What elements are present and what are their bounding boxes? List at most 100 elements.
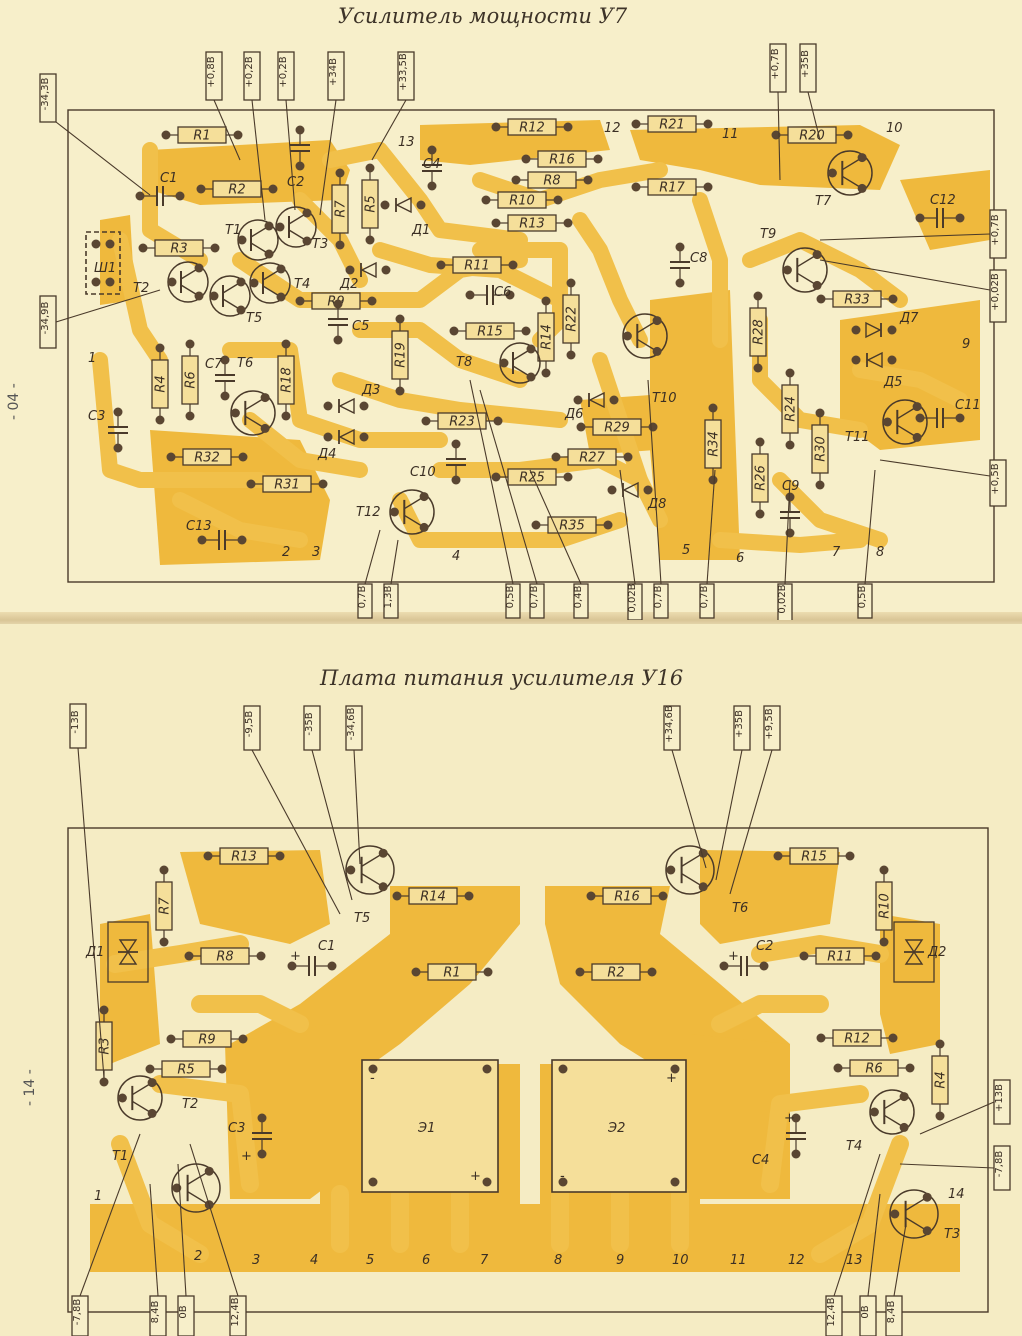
solder-pad <box>888 1033 898 1043</box>
component-label: R13 <box>231 850 257 865</box>
diode-body <box>866 351 883 369</box>
leader-line <box>807 91 821 141</box>
solder-pad <box>276 264 286 274</box>
voltage-tag-box <box>777 583 793 620</box>
solder-pad <box>882 417 892 427</box>
solder-pad <box>230 408 240 418</box>
voltage-tag-box <box>243 705 261 751</box>
solder-pad <box>573 395 583 405</box>
solder-pad <box>257 1113 267 1123</box>
component-label: R32 <box>194 451 220 466</box>
pin-number: 11 <box>730 1253 747 1268</box>
solder-pad <box>194 263 204 273</box>
solder-pad <box>346 865 356 875</box>
polarity-mark: + <box>728 949 739 964</box>
solder-pad <box>159 937 169 947</box>
diode-frame <box>893 921 935 983</box>
voltage-tag: 0,7В <box>699 585 710 608</box>
component-label: R35 <box>559 519 585 534</box>
copper-trace <box>151 1075 259 1193</box>
solder-pad <box>380 200 390 210</box>
solder-pad <box>260 423 270 433</box>
voltage-tag: +34В <box>328 58 339 86</box>
pin-number: 3 <box>312 545 320 560</box>
solder-pad <box>499 358 509 368</box>
pin-number: 8 <box>554 1253 562 1268</box>
voltage-tag-box <box>573 583 589 619</box>
voltage-tag-box <box>857 583 873 619</box>
leader-line <box>899 1163 995 1169</box>
solder-pad <box>812 250 822 260</box>
solder-pad <box>558 1177 568 1187</box>
solder-pad <box>260 393 270 403</box>
solder-pad <box>922 1226 932 1236</box>
solder-pad <box>799 951 809 961</box>
voltage-tag-box <box>327 51 345 101</box>
component-label: Э1 <box>417 1121 435 1136</box>
diode-frame <box>107 921 149 983</box>
solder-pad <box>236 277 246 287</box>
pin-number: 10 <box>672 1253 689 1268</box>
solder-pad <box>771 130 781 140</box>
polarity-mark: - <box>370 1071 375 1086</box>
solder-pad <box>643 485 653 495</box>
solder-pad <box>166 452 176 462</box>
voltage-tag: +13В <box>994 1084 1005 1112</box>
solder-pad <box>378 882 388 892</box>
solder-pad <box>566 350 576 360</box>
solder-pad <box>905 1063 915 1073</box>
leader-line <box>893 1223 907 1297</box>
component-label: R28 <box>752 319 767 345</box>
solder-pad <box>419 522 429 532</box>
component-label: T2 <box>133 281 149 296</box>
solder-pad <box>491 122 501 132</box>
pin-number: 10 <box>886 121 903 136</box>
solder-pad <box>138 243 148 253</box>
copper-trace <box>592 352 668 528</box>
diode-body <box>360 261 377 279</box>
solder-pad <box>955 413 965 423</box>
leader-line <box>311 749 353 901</box>
voltage-tag: +33,5В <box>398 53 409 91</box>
solder-pad <box>526 372 536 382</box>
copper-trace <box>332 372 568 428</box>
voltage-tag-box <box>627 583 643 620</box>
component-label: R20 <box>799 129 825 144</box>
transistor-body <box>665 845 715 895</box>
component-label: C2 <box>287 175 304 190</box>
solder-pad <box>887 325 897 335</box>
solder-pad <box>256 951 266 961</box>
polarity-mark: + <box>784 1111 795 1126</box>
component-label: C4 <box>752 1153 769 1168</box>
bottom-board-title: Плата питания усилителя У16 <box>320 666 684 690</box>
solder-pad <box>389 507 399 517</box>
solder-pad <box>159 865 169 875</box>
solder-pad <box>773 851 783 861</box>
leader-line <box>777 91 781 181</box>
voltage-tag-box <box>825 1295 843 1336</box>
component-label: R26 <box>754 465 769 491</box>
component-label: R4 <box>154 375 169 392</box>
solder-pad <box>912 402 922 412</box>
voltage-tag: 8,4В <box>150 1300 161 1323</box>
solder-pad <box>631 119 641 129</box>
component-label: T6 <box>732 901 748 916</box>
voltage-tag: 12,4В <box>230 1297 241 1326</box>
component-label: Д4 <box>317 447 336 462</box>
solder-pad <box>220 391 230 401</box>
solder-pad <box>755 437 765 447</box>
leader-line <box>177 1163 187 1297</box>
solder-pad <box>117 1093 127 1103</box>
solder-pad <box>955 213 965 223</box>
solder-pad <box>857 153 867 163</box>
solder-pad <box>416 200 426 210</box>
component-label: T11 <box>845 430 869 445</box>
voltage-tag: 0,7В <box>357 585 368 608</box>
voltage-tag-box <box>799 43 817 93</box>
solder-pad <box>155 415 165 425</box>
pin-number: 12 <box>788 1253 805 1268</box>
voltage-tag: -34,3В <box>40 77 51 110</box>
solder-pad <box>451 475 461 485</box>
solder-pad <box>505 290 515 300</box>
voltage-tag: -7,8В <box>994 1151 1005 1178</box>
